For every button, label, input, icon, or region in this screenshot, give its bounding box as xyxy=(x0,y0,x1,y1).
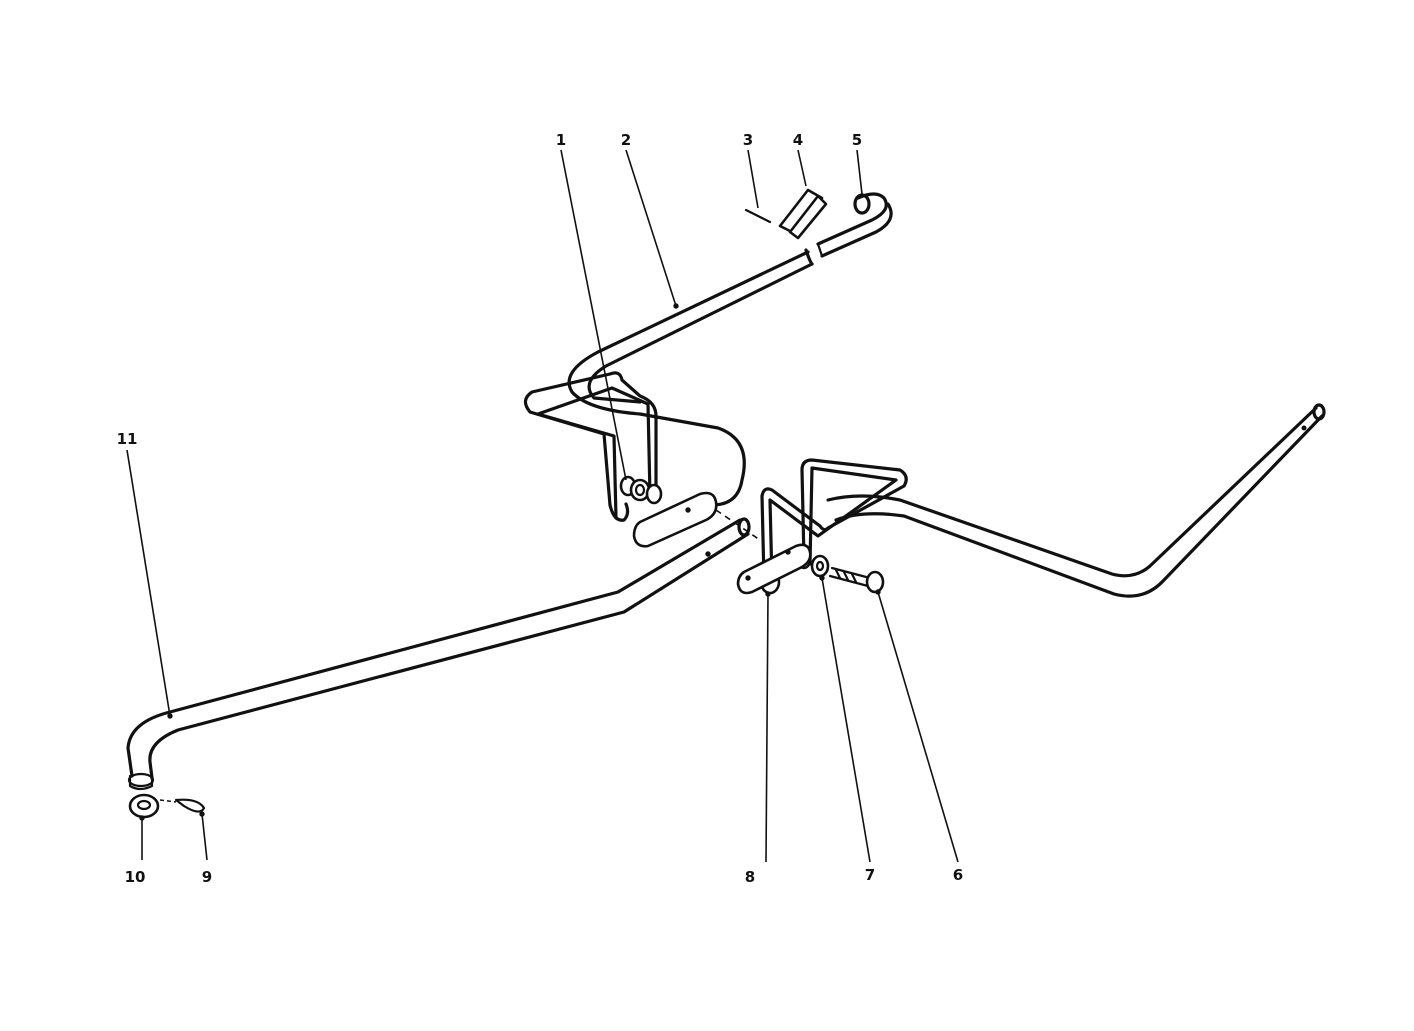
right-long-rod xyxy=(826,403,1326,598)
leader-lines xyxy=(126,149,959,863)
callout-2: 2 xyxy=(621,131,631,149)
callout-3: 3 xyxy=(743,131,753,149)
part-7-washer xyxy=(810,554,830,578)
callout-labels: 1 2 3 4 5 11 10 9 8 7 6 xyxy=(117,131,964,886)
callout-5: 5 xyxy=(852,131,862,149)
callout-4: 4 xyxy=(793,131,803,149)
part-5-rod-end xyxy=(816,192,893,258)
part-9-cotter-pin xyxy=(159,798,206,813)
part-2-upper-rod xyxy=(567,248,814,507)
part-3-pin xyxy=(744,208,772,224)
callout-7: 7 xyxy=(865,866,875,884)
callout-1: 1 xyxy=(556,131,566,149)
part-1-washers xyxy=(619,475,663,505)
callout-11: 11 xyxy=(117,430,138,448)
part-10-washer xyxy=(128,793,160,819)
callout-10: 10 xyxy=(125,868,146,886)
callout-9: 9 xyxy=(202,868,212,886)
callout-6: 6 xyxy=(953,866,963,884)
left-bracket xyxy=(523,371,658,522)
part-4-clip xyxy=(778,188,828,240)
part-6-bolt xyxy=(828,566,885,594)
callout-8: 8 xyxy=(745,868,755,886)
part-11-long-rod xyxy=(126,517,751,791)
right-link-plate xyxy=(736,543,812,595)
